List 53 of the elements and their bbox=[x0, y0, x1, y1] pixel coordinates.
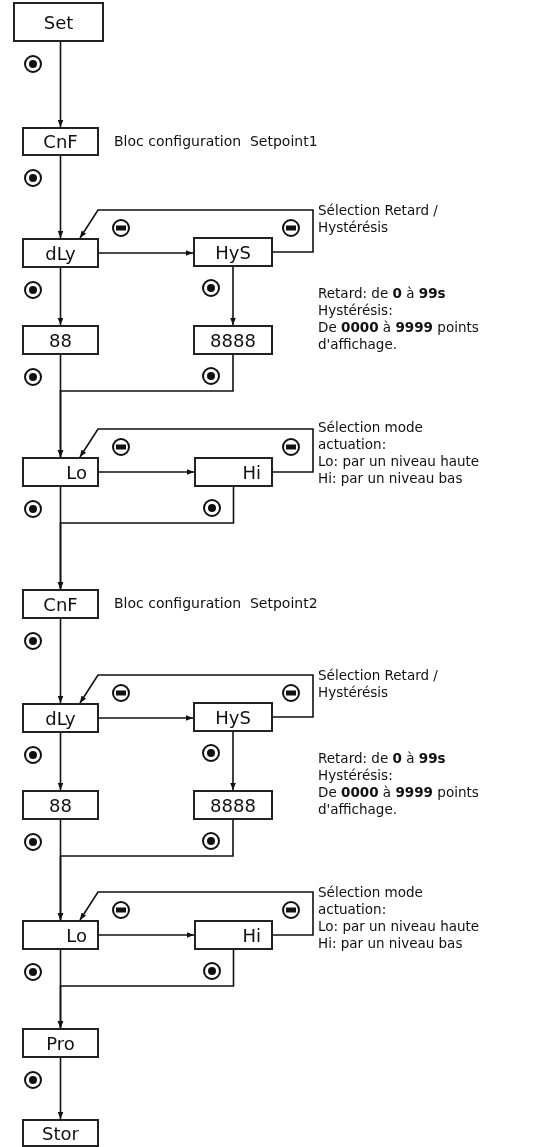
menu-box: dLy bbox=[22, 238, 99, 268]
arrow bbox=[57, 354, 234, 458]
menu-box: Lo bbox=[22, 920, 99, 950]
menu-box: dLy bbox=[22, 703, 99, 733]
menu-box: Pro bbox=[22, 1028, 99, 1058]
arrow bbox=[57, 486, 235, 590]
menu-box: Stor bbox=[22, 1119, 99, 1147]
menu-box: CnF bbox=[22, 589, 99, 619]
note-text: Hi: par un niveau bas bbox=[318, 470, 464, 487]
arrow bbox=[230, 266, 236, 326]
note-text: Lo: par un niveau haute bbox=[318, 453, 481, 470]
arrow bbox=[57, 155, 64, 239]
menu-box: 8888 bbox=[193, 790, 273, 820]
block-caption: Bloc configuration Setpoint2 bbox=[114, 595, 318, 611]
note-text: Sélection Retard / Hystérésis bbox=[318, 667, 439, 701]
arrow bbox=[79, 428, 314, 473]
arrow bbox=[57, 1057, 64, 1120]
arrow bbox=[57, 819, 234, 921]
arrow bbox=[79, 891, 314, 936]
arrow bbox=[57, 618, 64, 704]
menu-box: HyS bbox=[193, 237, 273, 267]
block-caption: Bloc configuration Setpoint1 bbox=[114, 132, 318, 149]
menu-box: 8888 bbox=[193, 325, 273, 355]
menu-box: Hi bbox=[194, 457, 273, 487]
arrow bbox=[57, 41, 64, 128]
arrow bbox=[98, 469, 195, 475]
note-text: Retard: de 0 à 99s bbox=[318, 750, 447, 767]
note-text: Retard: de 0 à 99s bbox=[318, 285, 447, 302]
menu-box: CnF bbox=[22, 127, 99, 156]
note-text: Hystérésis: bbox=[318, 302, 394, 319]
arrow bbox=[57, 732, 64, 791]
arrow bbox=[98, 715, 194, 721]
arrow bbox=[79, 209, 314, 253]
arrow bbox=[98, 250, 194, 256]
note-text: Hi: par un niveau bas bbox=[318, 935, 464, 952]
arrow bbox=[98, 932, 195, 938]
menu-box: Lo bbox=[22, 457, 99, 487]
note-text: Sélection mode actuation: bbox=[318, 419, 424, 453]
menu-box: Set bbox=[13, 2, 104, 42]
menu-box: 88 bbox=[22, 325, 99, 355]
note-text: Lo: par un niveau haute bbox=[318, 918, 481, 935]
menu-box: HyS bbox=[193, 702, 273, 732]
note-text: Sélection mode actuation: bbox=[318, 884, 424, 918]
menu-box: Hi bbox=[194, 920, 273, 950]
arrow bbox=[230, 731, 236, 791]
note-text: Sélection Retard / Hystérésis bbox=[318, 202, 439, 236]
arrow bbox=[57, 949, 235, 1029]
note-text: De 0000 à 9999 points d'affichage. bbox=[318, 319, 480, 353]
arrow bbox=[57, 267, 64, 326]
note-text: De 0000 à 9999 points d'affichage. bbox=[318, 784, 480, 818]
note-text: Hystérésis: bbox=[318, 767, 394, 784]
arrow bbox=[79, 674, 314, 718]
menu-box: 88 bbox=[22, 790, 99, 820]
